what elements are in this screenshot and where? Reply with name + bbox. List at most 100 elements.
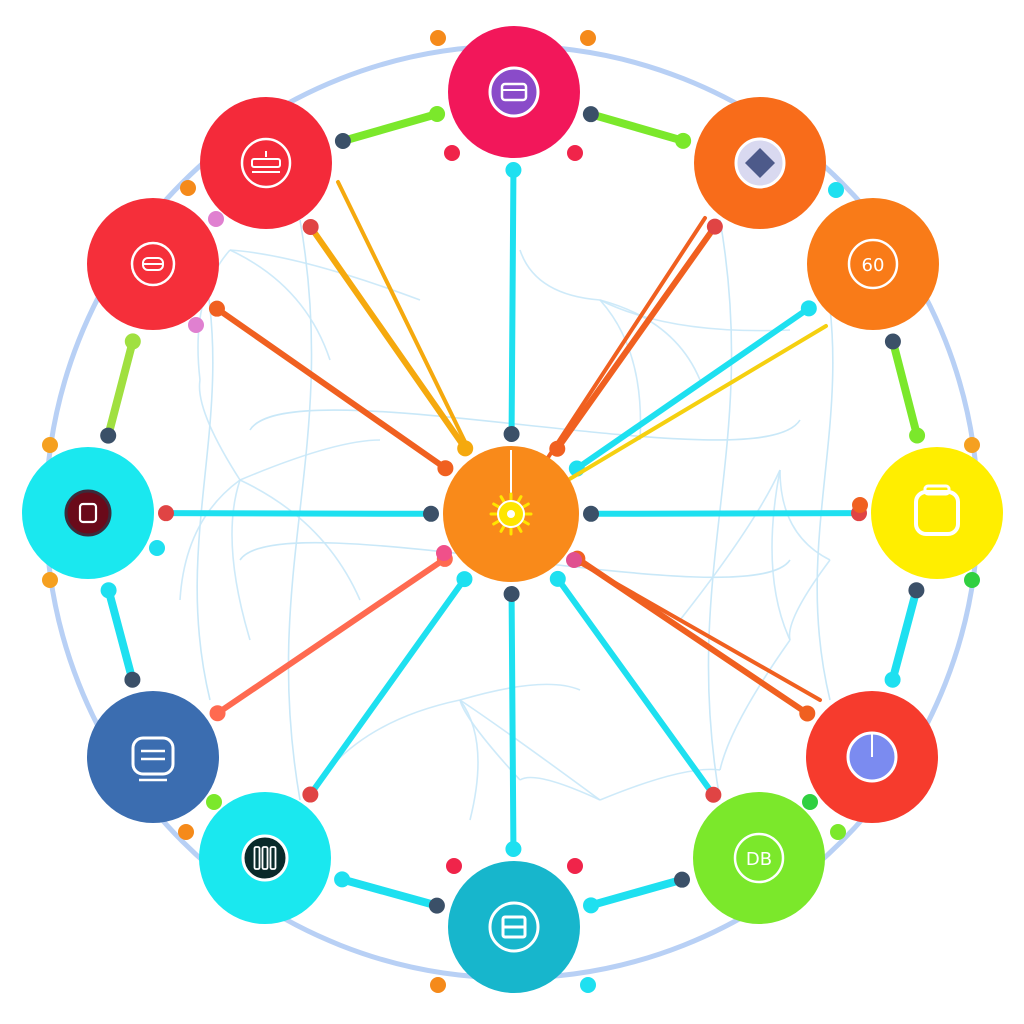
- connector-dot: [964, 437, 980, 453]
- ring-link: [104, 586, 137, 684]
- node-left[interactable]: [22, 447, 154, 579]
- link-endpoint: [582, 106, 599, 123]
- spoke-line: [508, 590, 517, 853]
- link-endpoint: [100, 427, 117, 444]
- mesh-line: [239, 439, 381, 481]
- connector-dot: [436, 545, 452, 561]
- node-right-upper[interactable]: 60: [807, 198, 939, 330]
- node-top-right[interactable]: [694, 97, 826, 229]
- node-bottom-left[interactable]: [199, 792, 331, 924]
- sun-icon-ray: [520, 502, 530, 509]
- node-top[interactable]: [448, 26, 580, 158]
- spoke-endpoint: [705, 786, 722, 803]
- spoke-line: [336, 180, 472, 454]
- connector-dot: [580, 977, 596, 993]
- link-endpoint: [100, 582, 117, 599]
- connector-dot: [180, 180, 196, 196]
- node-bottom-right[interactable]: [806, 691, 938, 823]
- sun-icon-ray: [492, 519, 502, 526]
- connector-dot: [430, 977, 446, 993]
- spoke-endpoint: [582, 505, 599, 522]
- display-icon-screen: [500, 82, 528, 102]
- node-top-left-circle: [200, 97, 332, 229]
- spoke-endpoint: [437, 460, 454, 477]
- b-badge-icon: [64, 489, 112, 537]
- spoke-endpoint: [505, 161, 522, 178]
- spoke-line: [508, 166, 517, 438]
- spoke-line: [554, 575, 717, 798]
- badge-icon: [733, 832, 785, 884]
- columns-icon-bar: [261, 846, 269, 870]
- spoke-endpoint: [302, 786, 319, 803]
- connector-dots: [42, 30, 980, 993]
- link-endpoint: [673, 871, 690, 888]
- mesh-line: [599, 299, 642, 441]
- spoke-endpoint: [209, 705, 226, 722]
- minus-circle-icon: [130, 241, 176, 287]
- mesh-line: [319, 699, 461, 781]
- mesh-line: [198, 379, 241, 481]
- node-bottom-right-lower-circle: [693, 792, 825, 924]
- link-endpoint: [884, 671, 901, 688]
- connector-dot: [567, 145, 583, 161]
- sun-icon-ray: [492, 502, 502, 509]
- columns-icon-bar: [269, 846, 277, 870]
- mesh-line: [519, 249, 601, 301]
- node-label: 60: [862, 255, 885, 276]
- hub-node[interactable]: [443, 446, 579, 582]
- mesh-line: [779, 469, 831, 561]
- connector-dot: [206, 794, 222, 810]
- link-endpoint: [429, 106, 446, 123]
- spoke-endpoint: [423, 505, 440, 522]
- connector-dot: [178, 824, 194, 840]
- connector-dot: [852, 497, 868, 513]
- mesh-line: [679, 469, 781, 621]
- link-endpoint: [908, 582, 925, 599]
- mesh-line: [196, 249, 214, 701]
- link-endpoint: [675, 132, 692, 149]
- connector-dot: [149, 540, 165, 556]
- node-left-lower[interactable]: [87, 691, 219, 823]
- spoke-line: [213, 305, 449, 472]
- ring-link: [888, 337, 922, 440]
- node-bottom-right-lower[interactable]: DB: [693, 792, 825, 924]
- ring-link: [586, 110, 688, 145]
- spoke-endpoint: [799, 705, 816, 722]
- node-right-upper-circle: [807, 198, 939, 330]
- mesh-line: [459, 683, 581, 701]
- node-top-left[interactable]: [200, 97, 332, 229]
- link-endpoint: [884, 333, 901, 350]
- node-left-upper[interactable]: [87, 198, 219, 330]
- spoke-endpoint: [456, 571, 473, 588]
- diamond-icon-shape: [745, 148, 775, 178]
- spoke-endpoint: [549, 570, 566, 587]
- connector-dot: [566, 552, 582, 568]
- connector-dot: [188, 317, 204, 333]
- mesh-line: [459, 699, 601, 801]
- mesh-line: [231, 479, 251, 641]
- b-badge-icon-shape: [78, 502, 98, 524]
- columns-icon-bar: [253, 846, 261, 870]
- mesh-line: [519, 776, 601, 801]
- connector-dot: [802, 794, 818, 810]
- spoke-endpoint: [800, 300, 817, 317]
- connector-dot: [446, 858, 462, 874]
- connector-dot: [430, 30, 446, 46]
- node-left-lower-circle: [87, 691, 219, 823]
- sun-icon-ray: [499, 495, 506, 505]
- mesh-line: [719, 639, 791, 771]
- spoke-endpoint: [706, 218, 723, 235]
- spoke-endpoint: [302, 218, 319, 235]
- router-icon: [240, 137, 292, 189]
- mesh-line: [229, 249, 331, 361]
- spoke-endpoint: [505, 841, 522, 858]
- connector-dot: [567, 858, 583, 874]
- link-endpoint: [124, 333, 141, 350]
- display-icon: [488, 66, 540, 118]
- ring-link: [587, 875, 686, 910]
- ring-link: [338, 875, 441, 910]
- node-right[interactable]: [871, 447, 1003, 579]
- node-bottom[interactable]: [448, 861, 580, 993]
